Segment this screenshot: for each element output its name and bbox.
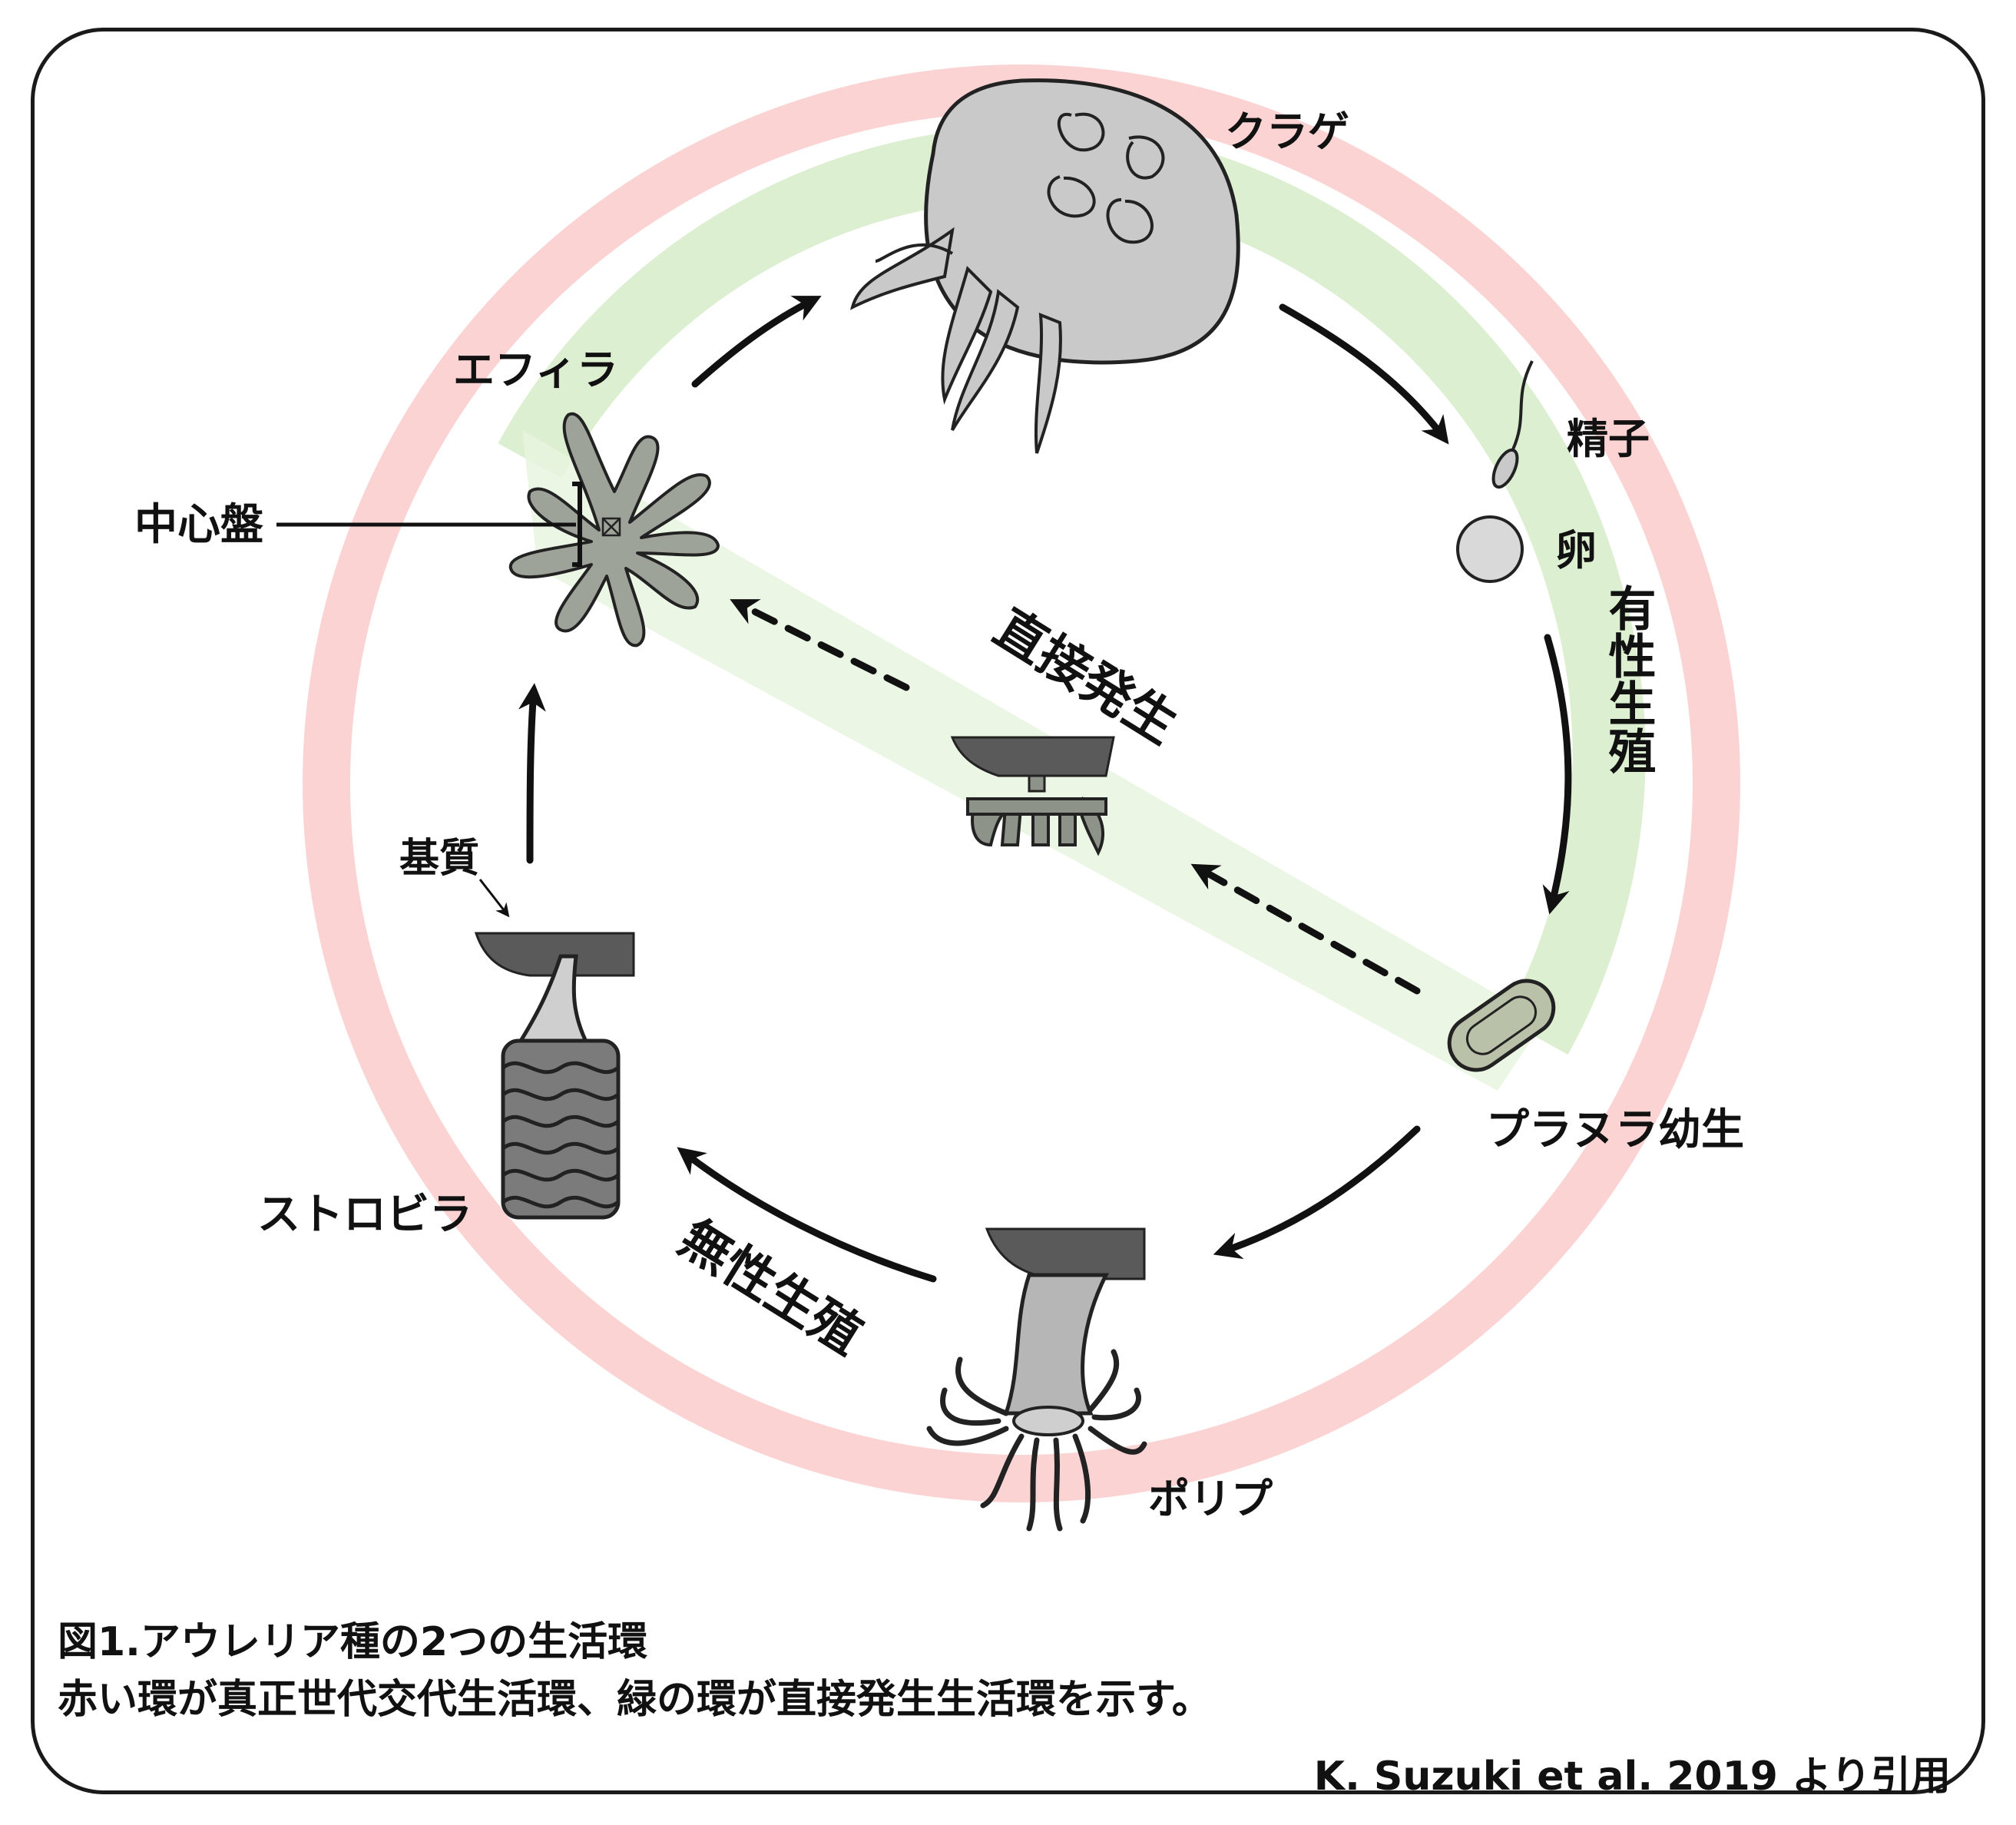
arrow-polyp-to-strobila — [677, 1147, 937, 1283]
kishitsu-pointer-arrow — [478, 879, 510, 918]
caption-source: K. Suzuki et al. 2019 より引用 — [1313, 1754, 1951, 1800]
caption-title: 図1.アウレリア種の2つの生活環 — [58, 1619, 648, 1665]
arrow-direct-development-2 — [730, 599, 910, 691]
cycle-arrows — [518, 296, 1572, 1283]
label-ephyra: エフィラ — [453, 346, 618, 394]
jellyfish-illustration — [849, 78, 1240, 454]
label-kurage: クラゲ — [1225, 108, 1349, 156]
arrow-direct-development-1 — [1190, 863, 1421, 995]
egg-illustration — [1456, 515, 1524, 583]
label-kishitsu: 基質 — [399, 836, 479, 882]
label-seishi: 精子 — [1567, 415, 1650, 463]
caption-description: 赤い環が真正世代交代生活環、緑の環が直接発生生活環を示す。 — [58, 1677, 1212, 1723]
label-ran: 卵 — [1555, 526, 1597, 575]
label-strobila: ストロビラ — [257, 1190, 472, 1240]
arrow-strobila-to-ephyra — [518, 683, 546, 864]
strobila-illustration — [474, 932, 635, 1220]
arrow-gametes-to-planula — [1542, 634, 1572, 915]
polyp-illustration — [926, 1227, 1147, 1532]
ephyra-illustration — [508, 412, 720, 648]
sperm-illustration — [1491, 360, 1534, 489]
planula-illustration — [1447, 979, 1556, 1072]
label-planula: プラヌラ幼生 — [1486, 1105, 1744, 1155]
label-musei-seishoku: 無性生殖 — [670, 1208, 873, 1366]
green-life-cycle-ring — [498, 125, 1646, 1055]
label-yusei-seishoku: 有性生殖 — [1601, 584, 1657, 774]
direct-development-illustration — [950, 736, 1115, 856]
label-chushinban: 中心盤 — [134, 500, 263, 550]
arrow-ephyra-to-jellyfish — [691, 296, 822, 388]
arrow-planula-to-polyp — [1213, 1125, 1421, 1260]
arrow-jellyfish-to-gametes — [1279, 303, 1449, 445]
label-polyp: ポリプ — [1148, 1475, 1273, 1523]
figure-frame — [31, 28, 1985, 1794]
